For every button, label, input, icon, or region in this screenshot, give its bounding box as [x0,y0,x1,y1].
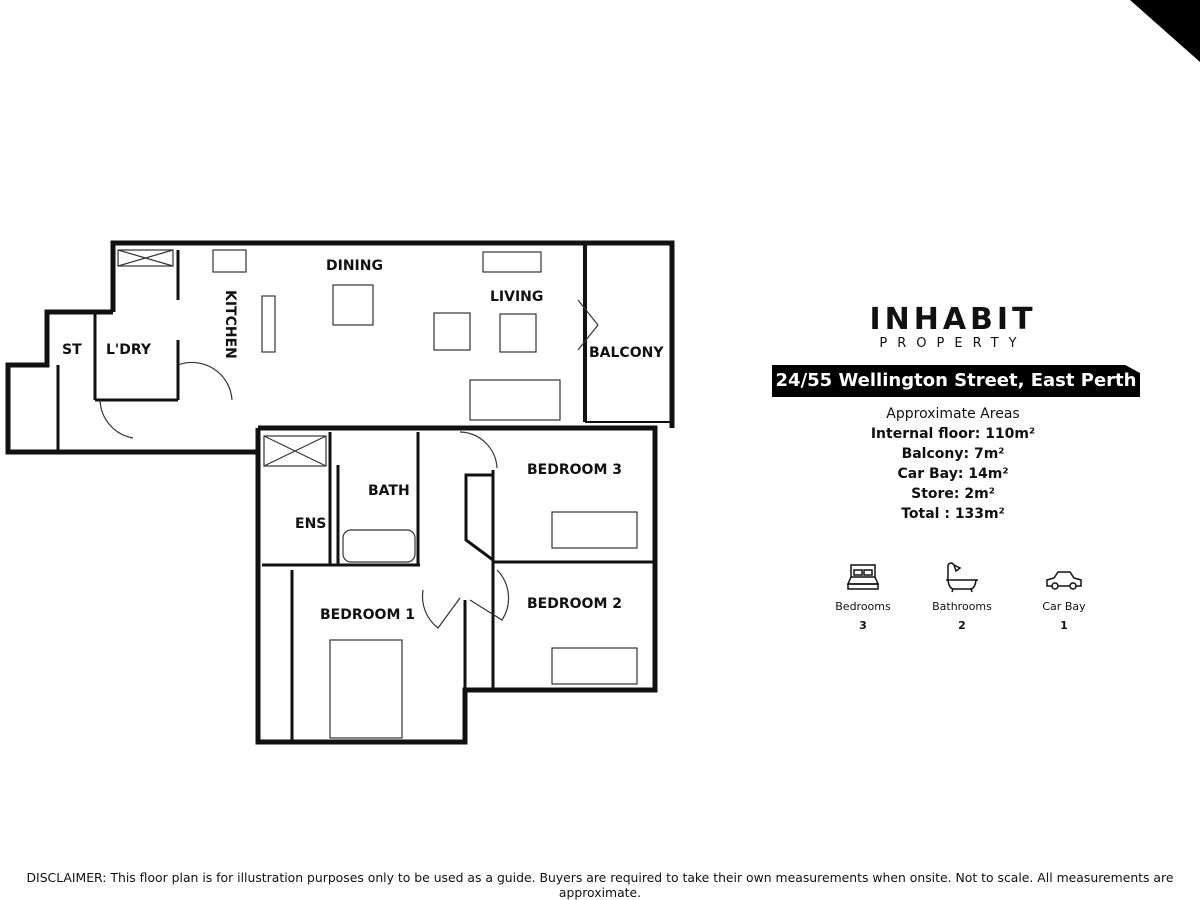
area-summary: Approximate Areas Internal floor: 110m² … [820,404,1086,524]
room-label-bedroom-3: BEDROOM 3 [527,462,622,478]
room-label-balcony: BALCONY [589,345,664,361]
feature-count: 3 [859,619,867,632]
bath-icon [946,562,978,593]
room-label-bedroom-1: BEDROOM 1 [320,607,415,623]
room-label-dining: DINING [326,258,383,274]
brand-sub: PROPERTY [879,336,1027,351]
feature-bathrooms: Bathrooms 2 [917,562,1007,632]
brand-name: INHABIT [869,302,1037,337]
room-label-bath: BATH [368,483,410,499]
room-label-living: LIVING [490,289,543,305]
area-internal: Internal floor: 110m² [870,426,1036,442]
area-total: Total : 133m² [901,506,1005,522]
feature-count: 1 [1060,619,1068,632]
bed-icon [846,564,880,590]
corner-decoration [1130,0,1200,62]
disclaimer: DISCLAIMER: This floor plan is for illus… [26,870,1174,900]
room-label-ens: ENS [295,516,326,532]
walls [5,240,675,745]
feature-bedrooms: Bedrooms 3 [818,562,908,632]
brand-logo: INHABIT PROPERTY [820,304,1086,352]
area-car-bay: Car Bay: 14m² [897,466,1009,482]
feature-label: Bathrooms [932,600,992,613]
area-store: Store: 2m² [911,486,995,502]
feature-label: Bedrooms [835,600,891,613]
feature-car-bay: Car Bay 1 [1019,562,1109,632]
property-address: 24/55 Wellington Street, East Perth [772,365,1140,397]
area-balcony: Balcony: 7m² [901,446,1005,462]
car-icon [1046,571,1082,590]
room-label-bedroom-2: BEDROOM 2 [527,596,622,612]
room-label-ldry: L'DRY [106,342,152,358]
areas-heading: Approximate Areas [886,406,1020,422]
floor-plan: DINING LIVING KITCHEN BALCONY ST L'DRY B… [5,240,675,745]
feature-count: 2 [958,619,966,632]
feature-label: Car Bay [1042,600,1086,613]
room-label-kitchen: KITCHEN [222,290,238,359]
room-label-st: ST [62,342,82,358]
fixtures [99,249,638,739]
